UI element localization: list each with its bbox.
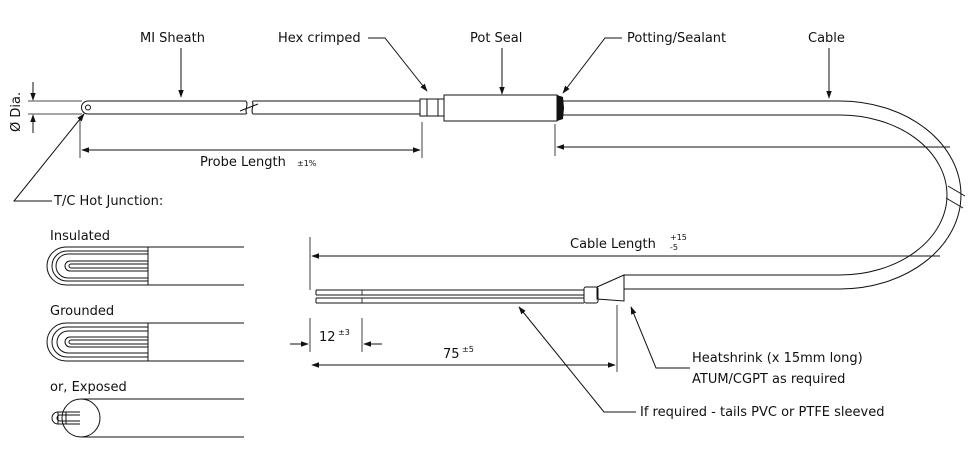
exposed-label: or, Exposed <box>50 380 127 395</box>
dim-75mm: 75 ±5 <box>311 305 618 372</box>
dim-75-tolerance: ±5 <box>462 345 474 354</box>
probe-length-label: Probe Length <box>200 155 286 170</box>
pot-seal-label: Pot Seal <box>470 31 522 46</box>
cable-body <box>557 100 966 290</box>
heatshrink-note-line1: Heatshrink (x 15mm long) <box>692 351 863 366</box>
hex-crimped-label: Hex crimped <box>278 31 361 46</box>
dim-75-value: 75 <box>443 347 460 362</box>
dim-12-value: 12 <box>319 330 336 345</box>
hex-crimp <box>419 98 445 117</box>
grounded-junction-detail <box>46 322 244 362</box>
grounded-label: Grounded <box>50 304 114 319</box>
hot-junction-label: T/C Hot Junction: <box>53 194 163 209</box>
insulated-junction-detail <box>46 246 244 286</box>
heatshrink-note-line2: ATUM/CGPT as required <box>692 372 845 387</box>
heatshrink-sleeve <box>583 274 625 304</box>
exposed-junction-detail <box>51 398 244 438</box>
cable-length-label: Cable Length <box>570 237 656 252</box>
probe-length-tolerance: ±1% <box>297 159 317 168</box>
cable-length-tolerance-plus: +15 <box>670 233 687 242</box>
potting-sealant <box>557 95 564 121</box>
diameter-dimension: Ø Dia. <box>9 82 82 133</box>
cable-label: Cable <box>808 31 845 46</box>
tails-note: If required - tails PVC or PTFE sleeved <box>640 405 884 420</box>
mi-sheath-label: MI Sheath <box>140 31 205 46</box>
insulated-label: Insulated <box>50 229 110 244</box>
dia-label: Ø Dia. <box>9 92 24 132</box>
mi-sheath-probe <box>81 100 420 115</box>
pot-seal-body <box>443 94 558 122</box>
dim-12mm: 12 ±3 <box>290 318 382 352</box>
potting-sealant-label: Potting/Sealant <box>627 31 726 46</box>
cable-tails <box>315 289 584 304</box>
cable-length-dimension: Cable Length +15 -5 <box>309 124 950 290</box>
dim-12-tolerance: ±3 <box>338 328 350 337</box>
probe-length-dimension: Probe Length ±1% <box>79 120 423 170</box>
cable-length-tolerance-minus: -5 <box>670 243 678 252</box>
